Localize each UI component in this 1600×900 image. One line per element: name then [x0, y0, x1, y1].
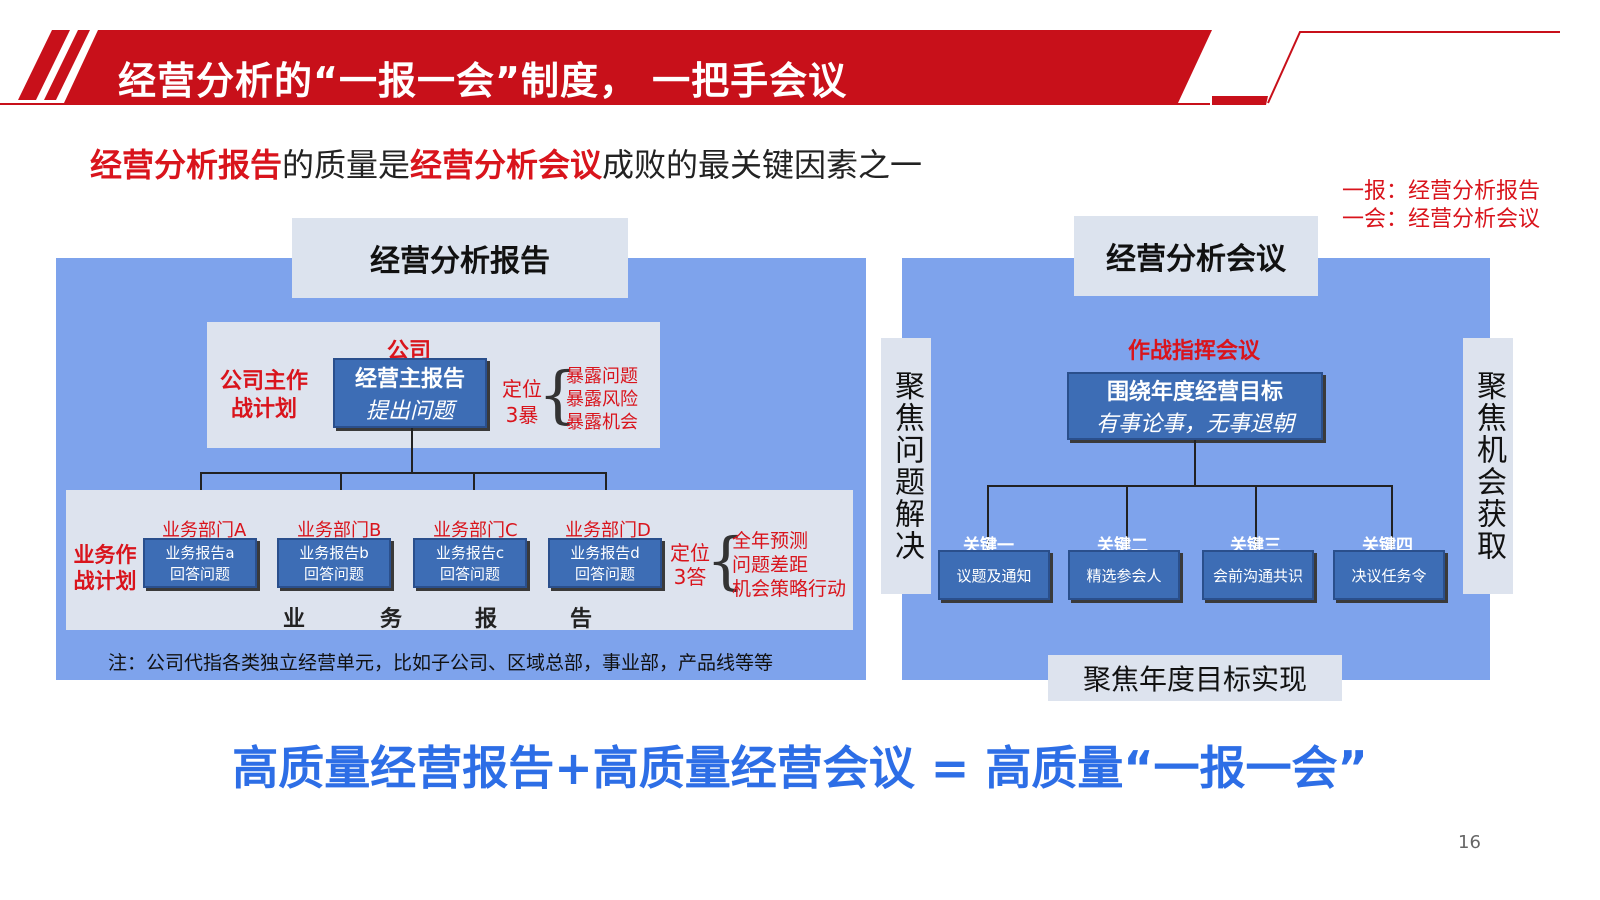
- annual-goal-title: 围绕年度经营目标: [1106, 380, 1283, 405]
- main-report-box: 经营主报告 提出问题: [333, 358, 487, 428]
- main-report-title: 经营主报告: [354, 367, 465, 392]
- department-report-subtitle: 回答问题: [439, 565, 500, 583]
- main-report-subtitle: 提出问题: [365, 399, 454, 424]
- page-title: 经营分析的“一报一会”制度， 一把手会议: [118, 59, 848, 103]
- department-name-c: 业务部门C: [433, 520, 518, 541]
- answer-item: 问题差距: [732, 554, 809, 576]
- key-action-box-3: 会前沟通共识: [1202, 550, 1314, 600]
- business-report-char: 务: [380, 607, 403, 632]
- key-action-box-2: 精选参会人: [1068, 550, 1180, 600]
- company-positioning: 定位 3暴: [502, 376, 542, 428]
- department-report-box-b: 业务报告b 回答问题: [277, 538, 391, 588]
- department-report-box-d: 业务报告d 回答问题: [548, 538, 662, 588]
- subtitle-text-end: 成败的最关键因素之一: [602, 146, 923, 184]
- footnote: 注：公司代指各类独立经营单元，比如子公司、区域总部，事业部，产品线等等: [108, 652, 774, 674]
- report-panel-header: 经营分析报告: [292, 218, 628, 298]
- summary-formula: 高质量经营报告+高质量经营会议 = 高质量“一报一会”: [232, 741, 1368, 795]
- department-report-subtitle: 回答问题: [574, 565, 635, 583]
- department-report-box-c: 业务报告c 回答问题: [413, 538, 527, 588]
- department-report-title: 业务报告a: [165, 544, 235, 562]
- department-name-d: 业务部门D: [565, 520, 651, 541]
- annual-goal-subtitle: 有事论事，无事退朝: [1095, 412, 1294, 437]
- annual-target-label: 聚焦年度目标实现: [1048, 655, 1342, 701]
- subtitle-text: 的质量是: [282, 146, 411, 184]
- connector-line: [200, 472, 607, 474]
- company-plan-label: 公司主作战计划: [219, 369, 308, 422]
- connector-line: [1194, 440, 1196, 486]
- meeting-label: 作战指挥会议: [1128, 339, 1261, 364]
- legend-line-meeting: 一会：经营分析会议: [1341, 207, 1540, 232]
- business-report-char: 告: [570, 607, 593, 632]
- title-banner: [0, 30, 1560, 105]
- brace-icon: {: [706, 524, 746, 597]
- meeting-panel-header: 经营分析会议: [1074, 216, 1318, 296]
- business-report-char: 业: [283, 607, 306, 632]
- department-positioning: 定位 3答: [670, 541, 710, 589]
- connector-line: [1255, 485, 1257, 549]
- subtitle-highlight-meeting: 经营分析会议: [410, 146, 603, 184]
- department-report-title: 业务报告c: [435, 544, 505, 562]
- annual-goal-box: 围绕年度经营目标 有事论事，无事退朝: [1067, 372, 1323, 440]
- answer-list: 全年预测 问题差距 机会策略行动: [732, 529, 846, 601]
- exposure-list: 暴露问题 暴露风险 暴露机会: [566, 365, 638, 434]
- department-report-box-a: 业务报告a 回答问题: [143, 538, 257, 588]
- dept-positioning-count: 3答: [673, 565, 707, 589]
- department-name-b: 业务部门B: [297, 520, 382, 541]
- positioning-count: 3暴: [505, 403, 539, 427]
- answer-item: 机会策略行动: [732, 578, 847, 600]
- dept-positioning-label: 定位: [670, 541, 710, 565]
- exposure-item: 暴露机会: [566, 412, 638, 433]
- focus-problem-label: 聚焦问题解决: [881, 338, 931, 594]
- key-action-box-1: 议题及通知: [938, 550, 1050, 600]
- department-name-a: 业务部门A: [162, 520, 247, 541]
- brace-icon: {: [538, 358, 578, 431]
- subtitle: 经营分析报告的质量是经营分析会议成败的最关键因素之一: [90, 140, 922, 186]
- focus-opportunity-label: 聚焦机会获取: [1463, 338, 1513, 594]
- connector-line: [987, 485, 989, 549]
- positioning-label: 定位: [502, 377, 542, 401]
- connector-line: [1126, 485, 1128, 549]
- business-plan-label: 业务作战计划: [73, 543, 137, 593]
- exposure-item: 暴露风险: [566, 389, 638, 410]
- exposure-item: 暴露问题: [566, 366, 638, 387]
- legend-line-report: 一报：经营分析报告: [1341, 179, 1540, 204]
- connector-line: [987, 485, 1393, 487]
- department-report-title: 业务报告d: [570, 544, 640, 562]
- department-report-subtitle: 回答问题: [169, 565, 230, 583]
- department-report-subtitle: 回答问题: [303, 565, 364, 583]
- answer-item: 全年预测: [732, 530, 809, 552]
- meeting-panel: [902, 258, 1490, 680]
- connector-line: [411, 428, 413, 474]
- subtitle-highlight-report: 经营分析报告: [90, 146, 283, 184]
- key-action-box-4: 决议任务令: [1333, 550, 1445, 600]
- connector-line: [1391, 485, 1393, 549]
- page-number: 16: [1458, 832, 1481, 853]
- business-report-char: 报: [475, 607, 498, 632]
- department-report-title: 业务报告b: [299, 544, 369, 562]
- legend-note: 一报：经营分析报告 一会：经营分析会议: [1342, 178, 1540, 234]
